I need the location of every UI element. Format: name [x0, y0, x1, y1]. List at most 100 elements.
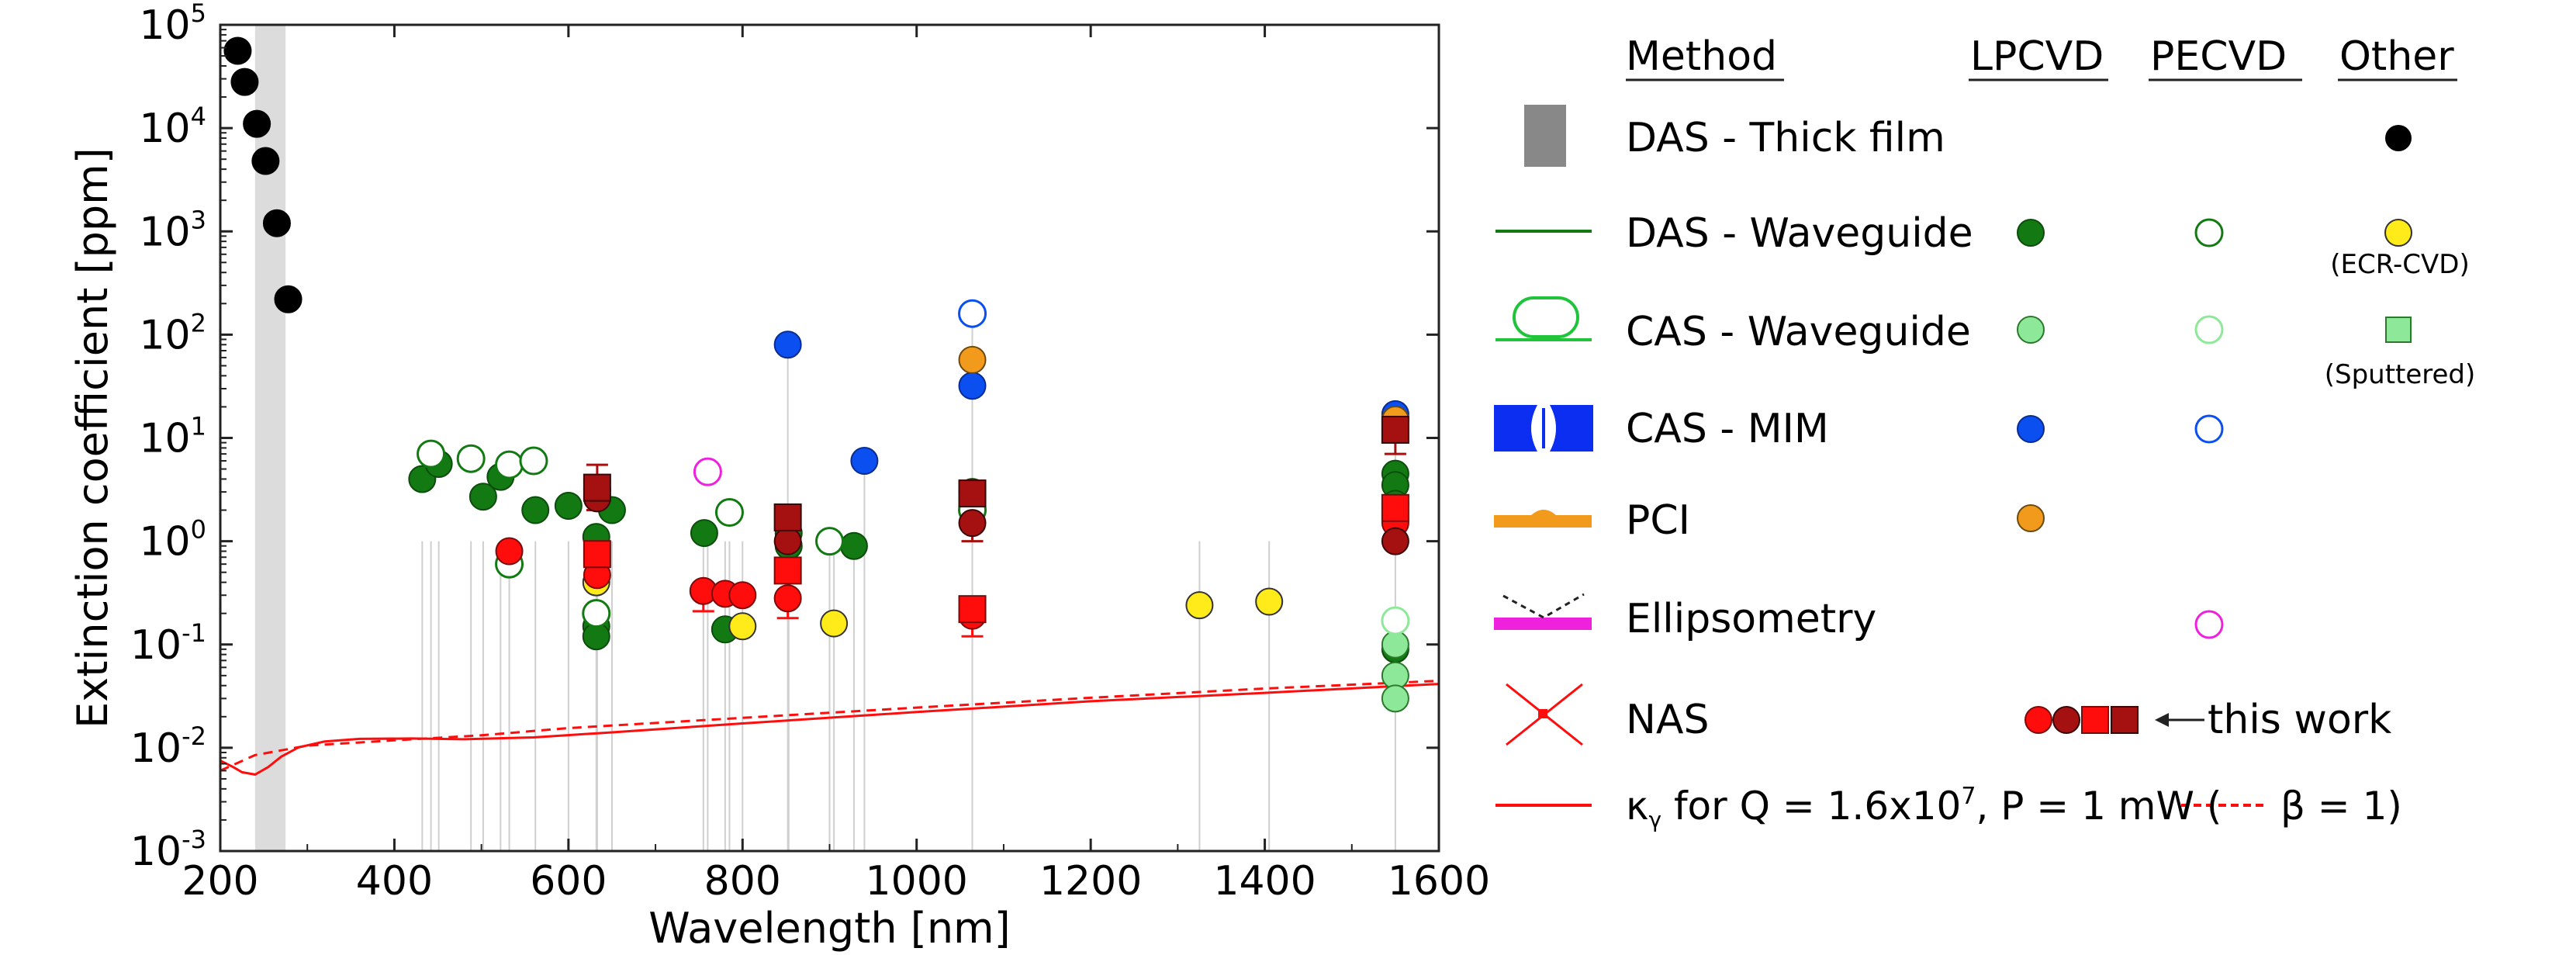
marker-nas-red-circle: [2024, 706, 2052, 734]
kappa-symbol: κ: [1626, 784, 1648, 829]
point-thick_other: [243, 109, 271, 138]
curve-kappa_gamma: [220, 683, 1440, 776]
x-tick-label: 600: [530, 858, 607, 905]
ellipsometry-symbol: [1494, 593, 1592, 630]
legend-notes: (ECR-CVD) (Sputtered): [2325, 249, 2476, 390]
x-tick-label: 1600: [1388, 858, 1490, 905]
header-other: Other: [2339, 33, 2454, 80]
legend-label-nas: NAS: [1626, 697, 1709, 743]
marker-cas-wg-pecvd: [2194, 315, 2224, 344]
kappa-q-exponent: 7: [1961, 783, 1976, 810]
point-cas_mim_lpcvd: [958, 372, 987, 400]
marker-cas-mim-lpcvd: [2017, 415, 2045, 443]
point-ecr_cvd_other: [1255, 587, 1284, 616]
legend-label-pci: PCI: [1626, 497, 1690, 544]
point-das_wg_pecvd: [519, 446, 548, 476]
point-cas_mim_pecvd: [958, 299, 987, 328]
point-cas_wg_pecvd: [1381, 606, 1410, 635]
curves: [220, 680, 1440, 776]
point-thick_other: [251, 147, 280, 175]
legend-label-ellips: Ellipsometry: [1626, 596, 1876, 642]
x-tick-label: 1200: [1039, 858, 1142, 905]
kappa-q-text: for Q = 1.6x10: [1661, 784, 1961, 829]
point-das_wg_pecvd: [815, 527, 844, 556]
x-axis-label: Wavelength [nm]: [648, 904, 1010, 953]
y-tick-label: 10-2: [130, 721, 206, 772]
x-tick-label: 1000: [866, 858, 968, 905]
point-thick_other: [262, 209, 291, 237]
point-cas_mim_lpcvd: [773, 330, 802, 359]
marker-nas-red-square: [2081, 706, 2109, 734]
cas-waveguide-symbol: [1495, 296, 1592, 341]
this-work-label: this work: [2208, 697, 2391, 743]
marker-ecr-cvd-other: [2384, 219, 2412, 247]
point-nas_dark_circle: [958, 509, 987, 538]
point-cas_wg_lpcvd: [1381, 684, 1409, 713]
data-points: [223, 36, 1410, 713]
point-nas_red_circle: [495, 537, 524, 566]
beta-legend-text: β = 1): [2280, 784, 2402, 829]
cas-mim-symbol: [1494, 405, 1593, 452]
legend-label-das-wg: DAS - Waveguide: [1626, 210, 1973, 257]
point-nas_dark_square: [1381, 415, 1409, 444]
point-cas_mim_lpcvd: [850, 447, 879, 476]
legend: Method LPCVD PECVD Other DAS - Thick fil…: [1494, 33, 2475, 832]
point-das_wg_lpcvd: [839, 531, 868, 560]
point-pci_lpcvd: [958, 345, 987, 374]
point-nas_red_square: [773, 556, 802, 585]
point-cas_wg_lpcvd: [1381, 630, 1409, 659]
point-ecr_cvd_other: [728, 612, 757, 641]
drop-lines: [421, 313, 1396, 851]
point-thick_other: [223, 36, 252, 65]
marker-das-wg-lpcvd: [2017, 219, 2045, 247]
y-tick-label: 100: [139, 515, 206, 566]
thick-film-symbol: [1524, 105, 1566, 167]
marker-pci-lpcvd: [2017, 504, 2045, 532]
nas-symbol: [1506, 683, 1583, 746]
x-tick-label: 1400: [1213, 858, 1316, 905]
point-das_wg_pecvd: [714, 498, 744, 528]
y-tick-label: 101: [139, 412, 206, 462]
legend-label-das-thick: DAS - Thick film: [1626, 115, 1945, 161]
marker-das-wg-pecvd: [2194, 218, 2224, 247]
point-nas_red_circle: [773, 584, 802, 613]
y-tick-label: 103: [139, 205, 206, 255]
note-ecr-cvd: (ECR-CVD): [2330, 249, 2469, 280]
header-lpcvd: LPCVD: [1970, 33, 2104, 80]
point-ecr_cvd_other: [820, 609, 849, 638]
header-method: Method: [1626, 33, 1777, 80]
kappa-subscript: γ: [1648, 807, 1661, 832]
y-tick-label: 104: [139, 102, 206, 152]
point-thick_other: [274, 285, 303, 313]
y-tick-label: 10-3: [130, 825, 206, 875]
pci-symbol: [1494, 510, 1592, 528]
point-nas_dark_square: [958, 479, 987, 508]
legend-labels: DAS - Thick film DAS - Waveguide CAS - W…: [1626, 115, 1973, 743]
point-nas_dark_circle: [1381, 527, 1409, 555]
marker-thick-other: [2385, 125, 2412, 151]
point-das_wg_lpcvd: [469, 483, 497, 511]
y-tick-label: 102: [139, 308, 206, 358]
this-work-arrow-head: [2155, 713, 2169, 727]
marker-nas-dark-circle: [2052, 706, 2080, 734]
point-nas_red_square: [1381, 493, 1409, 522]
x-tick-label: 200: [182, 858, 258, 905]
x-tick-label: 400: [356, 858, 433, 905]
legend-label-cas-mim: CAS - MIM: [1626, 406, 1829, 452]
point-nas_dark_square: [773, 503, 802, 531]
point-das_wg_pecvd: [582, 599, 611, 628]
legend-symbols: [1494, 105, 2265, 807]
point-das_wg_lpcvd: [521, 496, 550, 524]
marker-sputtered-other: [2385, 317, 2412, 343]
x-ticks: 200 400 600 800 1000 1200 1400 1600: [182, 25, 1490, 905]
point-nas_red_circle: [728, 581, 757, 610]
x-tick-label: 800: [704, 858, 781, 905]
point-nas_red_square: [958, 595, 987, 624]
point-das_wg_pecvd: [417, 439, 446, 469]
kappa-power-text: , P = 1 mW (: [1976, 784, 2222, 829]
point-nas_red_square: [583, 540, 611, 569]
marker-cas-wg-lpcvd: [2017, 316, 2045, 344]
